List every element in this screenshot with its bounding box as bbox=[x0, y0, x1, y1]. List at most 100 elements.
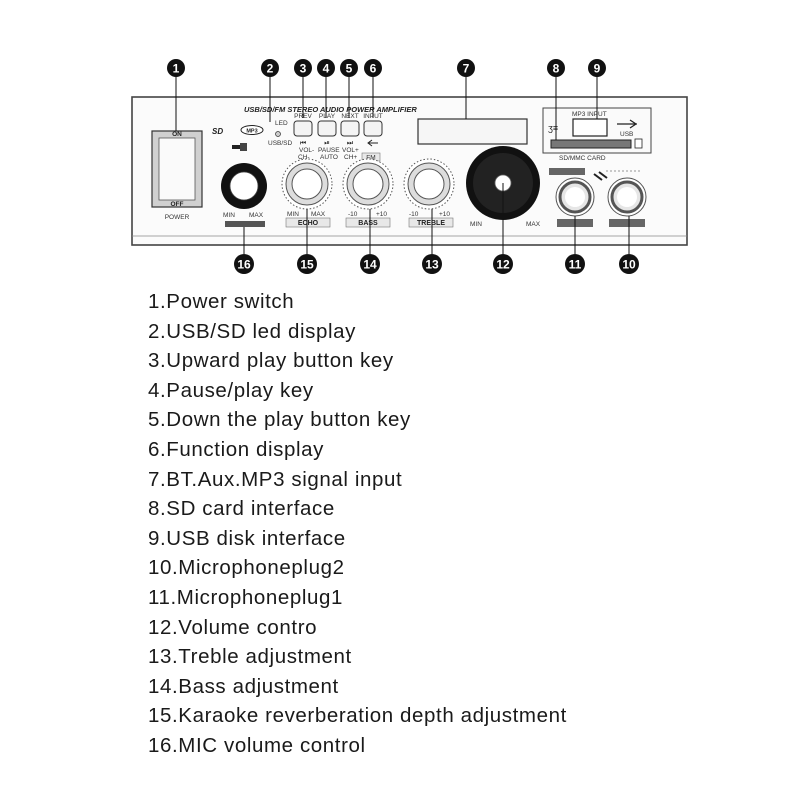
fm-label: FM bbox=[366, 155, 375, 162]
callout-badge-2: 2 bbox=[261, 59, 279, 77]
microphone-plug-1[interactable] bbox=[555, 177, 595, 217]
legend-item: 16.MIC volume control bbox=[148, 733, 366, 757]
panel-title: USB/SD/FM STEREO AUDIO POWER AMPLIFIER bbox=[244, 105, 417, 114]
auto-label: AUTO bbox=[320, 154, 338, 161]
svg-text:ON: ON bbox=[172, 131, 182, 138]
svg-text:15: 15 bbox=[300, 258, 314, 272]
small-usb-icon bbox=[232, 143, 247, 151]
svg-text:13: 13 bbox=[425, 258, 439, 272]
led-label: LED bbox=[275, 120, 288, 127]
legend-item: 5.Down the play button key bbox=[148, 408, 411, 432]
mic-bar bbox=[225, 221, 265, 227]
bass-max-label: +10 bbox=[376, 211, 387, 218]
usb-label: USB bbox=[620, 131, 633, 138]
led-indicator bbox=[275, 131, 281, 137]
legend-item: 10.Microphoneplug2 bbox=[148, 556, 345, 580]
power-switch[interactable]: ON OFF bbox=[151, 130, 203, 208]
microphone-icon bbox=[593, 171, 608, 181]
legend-item: 15.Karaoke reverberation depth adjustmen… bbox=[148, 704, 567, 728]
callout-badge-11: 11 bbox=[565, 254, 585, 274]
legend-item: 7.BT.Aux.MP3 signal input bbox=[148, 467, 403, 491]
callout-badge-15: 15 bbox=[297, 254, 317, 274]
bass-knob[interactable] bbox=[342, 158, 394, 210]
legend-item: 9.USB disk interface bbox=[148, 526, 346, 550]
svg-text:4: 4 bbox=[323, 62, 330, 76]
treble-label: TREBLE bbox=[417, 220, 445, 227]
callout-badge-4: 4 bbox=[317, 59, 335, 77]
callout-badge-1: 1 bbox=[167, 59, 185, 77]
mic-min-label: MIN bbox=[223, 212, 235, 219]
legend-item: 14.Bass adjustment bbox=[148, 674, 339, 698]
callout-badge-10: 10 bbox=[619, 254, 639, 274]
svg-text:MP3: MP3 bbox=[246, 129, 257, 135]
mp3-input-jack[interactable] bbox=[572, 118, 608, 137]
amplifier-panel-diagram: USB/SD/FM STEREO AUDIO POWER AMPLIFIER O… bbox=[131, 59, 688, 274]
ch-minus-label: CH- bbox=[298, 154, 310, 161]
pause-label: PAUSE bbox=[318, 147, 340, 154]
mp3-logo: MP3 bbox=[240, 125, 264, 135]
volume-max-label: MAX bbox=[526, 221, 541, 228]
legend-item: 1.Power switch bbox=[148, 290, 295, 313]
callout-badge-9: 9 bbox=[588, 59, 606, 77]
svg-text:14: 14 bbox=[363, 258, 377, 272]
bluetooth-icon: ʒ≡ bbox=[548, 123, 558, 133]
sd-card-slot[interactable] bbox=[550, 139, 632, 149]
vol-plus-label: VOL+ bbox=[342, 147, 359, 154]
play-pause-button[interactable]: PLAY ⏯ bbox=[317, 113, 337, 147]
svg-text:OFF: OFF bbox=[171, 201, 184, 208]
legend-item: 4.Pause/play key bbox=[148, 378, 314, 402]
svg-text:NEXT: NEXT bbox=[341, 113, 358, 120]
treble-max-label: +10 bbox=[439, 211, 450, 218]
legend-item: 3.Upward play button key bbox=[148, 349, 394, 373]
svg-text:11: 11 bbox=[569, 258, 582, 272]
callout-badge-3: 3 bbox=[294, 59, 312, 77]
svg-text:8: 8 bbox=[553, 62, 560, 76]
callout-badge-13: 13 bbox=[422, 254, 442, 274]
svg-text:10: 10 bbox=[622, 258, 636, 272]
callout-badge-6: 6 bbox=[364, 59, 382, 77]
volume-min-label: MIN bbox=[470, 221, 482, 228]
legend-item: 6.Function display bbox=[148, 437, 325, 461]
svg-text:⏮: ⏮ bbox=[300, 140, 306, 147]
power-label: POWER bbox=[165, 214, 190, 221]
echo-knob[interactable] bbox=[281, 158, 333, 210]
svg-text:1: 1 bbox=[173, 62, 180, 76]
echo-max-label: MAX bbox=[311, 211, 326, 218]
mic-max-label: MAX bbox=[249, 212, 264, 219]
svg-text:5: 5 bbox=[346, 62, 353, 76]
mic-volume-knob[interactable] bbox=[221, 163, 267, 209]
parts-legend: 1.Power switch 2.USB/SD led display 3.Up… bbox=[148, 287, 788, 761]
mp3-input-label: MP3 INPUT bbox=[572, 111, 607, 118]
svg-text:⏯: ⏯ bbox=[324, 140, 330, 147]
function-display-window bbox=[417, 118, 528, 145]
sd-card-label: SD/MMC CARD bbox=[559, 155, 606, 162]
treble-min-label: -10 bbox=[409, 211, 419, 218]
svg-text:7: 7 bbox=[463, 62, 470, 76]
ch-plus-label: CH+ bbox=[344, 154, 357, 161]
treble-knob[interactable] bbox=[403, 158, 455, 210]
svg-text:6: 6 bbox=[370, 62, 377, 76]
vol-minus-label: VOL- bbox=[299, 147, 314, 154]
callout-badge-16: 16 bbox=[234, 254, 254, 274]
sd-card-icon bbox=[634, 138, 643, 149]
echo-min-label: MIN bbox=[287, 211, 299, 218]
svg-text:PLAY: PLAY bbox=[319, 113, 336, 120]
callout-badge-14: 14 bbox=[360, 254, 380, 274]
svg-text:9: 9 bbox=[594, 62, 601, 76]
callout-badge-12: 12 bbox=[493, 254, 513, 274]
legend-item: 8.SD card interface bbox=[148, 497, 335, 521]
legend-item: 2.USB/SD led display bbox=[148, 319, 356, 343]
next-button[interactable]: NEXT ⏭ bbox=[340, 113, 360, 147]
svg-text:2: 2 bbox=[267, 62, 274, 76]
usb-sd-label: USB/SD bbox=[268, 140, 293, 147]
svg-text:16: 16 bbox=[237, 258, 251, 272]
usb-symbol-icon bbox=[617, 119, 638, 129]
microphone-plug-2[interactable] bbox=[607, 177, 647, 217]
legend-item: 11.Microphoneplug1 bbox=[148, 585, 344, 609]
legend-item: 12.Volume contro bbox=[148, 615, 318, 639]
echo-label: ECHO bbox=[298, 220, 319, 227]
legend-item: 13.Treble adjustment bbox=[148, 645, 352, 669]
svg-text:12: 12 bbox=[496, 258, 510, 272]
bass-label: BASS bbox=[358, 220, 378, 227]
callout-badge-8: 8 bbox=[547, 59, 565, 77]
